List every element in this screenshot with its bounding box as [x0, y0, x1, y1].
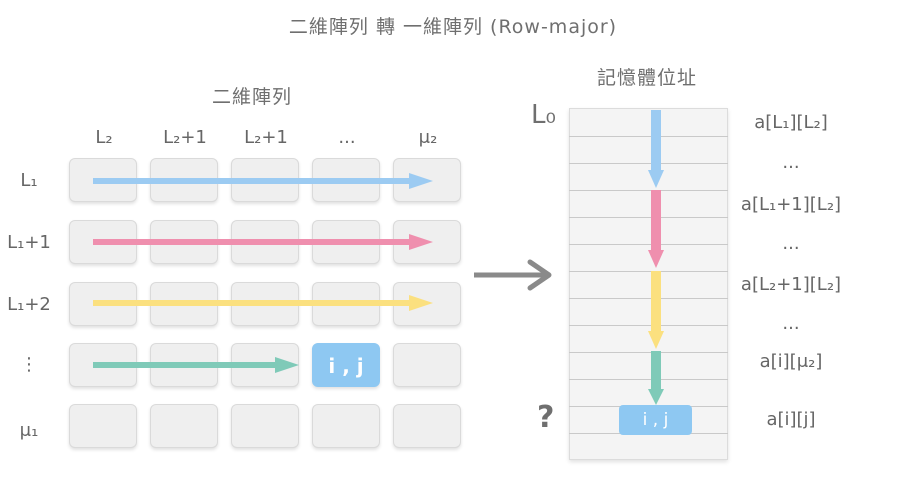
memory-divider [569, 163, 728, 164]
highlighted-cell: i , j [312, 343, 380, 387]
memory-arrow-pink [648, 190, 664, 268]
column-label: μ₂ [418, 127, 438, 148]
column-label: L₂+1 [244, 127, 288, 148]
address-label: ... [782, 313, 800, 334]
transform-arrow [474, 259, 552, 291]
address-label: a[i][μ₂] [759, 351, 823, 372]
memory-arrow-yellow [648, 271, 664, 349]
memory-divider [569, 352, 728, 353]
address-label: a[L₁][L₂] [754, 112, 828, 133]
matrix-title: 二維陣列 [212, 86, 293, 108]
memory-arrow-teal [648, 351, 664, 405]
row-label: L₁+2 [7, 294, 51, 315]
memory-title: 記憶體位址 [597, 67, 698, 89]
row-arrow-teal [93, 357, 299, 373]
memory-start-label: L₀ [531, 100, 556, 130]
matrix-cell [393, 343, 461, 387]
row-arrow-yellow [93, 295, 433, 311]
row-label: ⋮ [20, 354, 38, 375]
row-label: L₁+1 [7, 232, 51, 253]
address-label: a[i][j] [766, 409, 816, 430]
unknown-address-label: ? [537, 400, 555, 435]
memory-divider [569, 298, 728, 299]
matrix-cell [393, 404, 461, 448]
memory-divider [569, 244, 728, 245]
memory-target-cell: i , j [619, 405, 692, 435]
column-label: ... [338, 127, 356, 148]
memory-divider [569, 271, 728, 272]
address-label: ... [782, 152, 800, 173]
diagram-title: 二維陣列 轉 一維陣列 (Row-major) [288, 16, 618, 38]
row-arrow-blue [93, 173, 433, 189]
column-label: L₂+1 [163, 127, 207, 148]
address-label: ... [782, 233, 800, 254]
row-arrow-pink [93, 234, 433, 250]
column-label: L₂ [95, 127, 113, 148]
memory-column [569, 108, 728, 460]
memory-divider [569, 217, 728, 218]
matrix-cell [312, 404, 380, 448]
memory-divider [569, 190, 728, 191]
matrix-cell [150, 404, 218, 448]
matrix-cell [69, 404, 137, 448]
address-label: a[L₂+1][L₂] [740, 274, 842, 295]
memory-arrow-blue [648, 110, 664, 188]
row-label: L₁ [20, 170, 38, 191]
memory-divider [569, 325, 728, 326]
memory-divider [569, 379, 728, 380]
matrix-cell [231, 404, 299, 448]
address-label: a[L₁+1][L₂] [740, 194, 842, 215]
row-label: μ₁ [19, 420, 39, 441]
memory-divider [569, 136, 728, 137]
